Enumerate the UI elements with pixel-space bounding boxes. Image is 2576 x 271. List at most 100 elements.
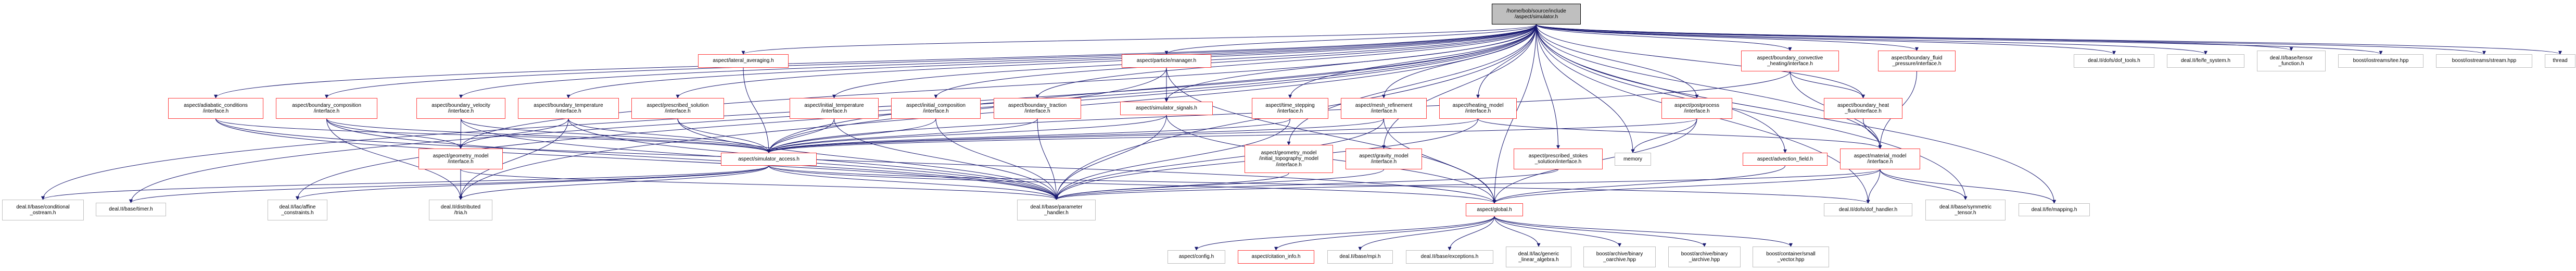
node-mapping[interactable]: deal.II/fe/mapping.h: [2019, 203, 2090, 216]
edge-simulator-to-thread: [1536, 24, 2562, 55]
node-small-vector[interactable]: boost/container/small _vector.hpp: [1753, 247, 1829, 267]
edge-simulator-to-mesh_refinement: [1382, 24, 1537, 98]
node-conditional-ostream[interactable]: deal.II/base/conditional _ostream.h: [2, 200, 84, 220]
edge-postprocess-to-simulator_access: [767, 118, 1697, 153]
node-dof-tools[interactable]: deal.II/dofs/dof_tools.h: [2074, 54, 2154, 68]
edge-mesh_refinement-to-global: [1384, 118, 1496, 204]
node-time-stepping[interactable]: aspect/time_stepping /interface.h: [1252, 98, 1328, 119]
node-timer[interactable]: deal.II/base/timer.h: [96, 203, 166, 216]
edge-heating_model-to-simulator_access: [767, 118, 1478, 153]
node-boundary-composition[interactable]: aspect/boundary_composition /interface.h: [276, 98, 377, 119]
edge-simulator-to-initial_topography: [1287, 24, 1537, 145]
edge-simulator-to-boundary_velocity: [459, 24, 1537, 98]
edge-simulator_signals-to-simulator_access: [767, 115, 1167, 153]
edge-material_model-to-symmetric_tensor: [1880, 169, 1968, 200]
node-tensor-function[interactable]: deal.II/base/tensor _function.h: [2257, 51, 2326, 71]
edge-simulator-to-geometry_model: [459, 24, 1537, 149]
edge-global-to-small_vector: [1494, 216, 1793, 247]
node-initial-topography[interactable]: aspect/geometry_model /initial_topograph…: [1245, 145, 1333, 173]
node-simulator-signals[interactable]: aspect/simulator_signals.h: [1120, 102, 1213, 115]
node-simulator: /home/bob/source/include /aspect/simulat…: [1492, 4, 1581, 24]
node-particle-manager[interactable]: aspect/particle/manager.h: [1122, 54, 1211, 68]
node-tee[interactable]: boost/iostreams/tee.hpp: [2338, 54, 2423, 68]
edge-simulator-to-symmetric_tensor: [1536, 24, 1968, 200]
node-simulator-access[interactable]: aspect/simulator_access.h: [721, 153, 817, 166]
node-prescribed-solution[interactable]: aspect/prescribed_solution /interface.h: [631, 98, 724, 119]
edge-lateral_averaging-to-simulator_access: [743, 67, 771, 153]
node-generic-linear-algebra[interactable]: deal.II/lac/generic _linear_algebra.h: [1506, 247, 1571, 267]
node-distributed-tria[interactable]: deal.II/distributed /tria.h: [429, 200, 492, 220]
node-thread[interactable]: thread: [2545, 54, 2575, 68]
node-lateral-averaging[interactable]: aspect/lateral_averaging.h: [698, 54, 789, 68]
edge-particle_manager-to-global: [1166, 67, 1496, 204]
edge-simulator-to-tee: [1536, 24, 2383, 55]
edge-boundary_composition-to-parameter_handler: [326, 118, 1058, 200]
node-heating-model[interactable]: aspect/heating_model /interface.h: [1439, 98, 1517, 119]
node-config[interactable]: aspect/config.h: [1168, 250, 1225, 264]
node-mpi[interactable]: deal.II/base/mpi.h: [1327, 250, 1393, 264]
node-exceptions[interactable]: deal.II/base/exceptions.h: [1406, 250, 1493, 264]
edge-initial_temperature-to-simulator_access: [767, 118, 834, 153]
edge-simulator-to-dof_tools: [1536, 24, 2116, 55]
edge-boundary_velocity-to-simulator_access: [461, 118, 771, 153]
edge-global-to-generic_linear_algebra: [1494, 216, 1541, 247]
node-initial-composition[interactable]: aspect/initial_composition /interface.h: [891, 98, 981, 119]
node-prescribed-stokes[interactable]: aspect/prescribed_stokes _solution/inter…: [1514, 149, 1603, 169]
node-boundary-heat-flux[interactable]: aspect/boundary_heat _flux/interface.h: [1824, 98, 1902, 119]
node-fe-system[interactable]: deal.II/fe/fe_system.h: [2167, 54, 2244, 68]
node-boundary-velocity[interactable]: aspect/boundary_velocity /interface.h: [416, 98, 505, 119]
edge-boundary_temperature-to-geometry_model: [459, 118, 569, 149]
node-binary-iarchive[interactable]: boost/archive/binary _iarchive.hpp: [1668, 247, 1741, 267]
edge-time_stepping-to-simulator_access: [767, 118, 1290, 153]
edge-simulator_access-to-global: [768, 165, 1496, 204]
node-stream[interactable]: boost/iostreams/stream.hpp: [2436, 54, 2532, 68]
edge-simulator_access-to-parameter_handler: [768, 165, 1058, 200]
edge-simulator-to-lateral_averaging: [741, 24, 1537, 55]
edge-simulator_signals-to-parameter_handler: [1055, 115, 1167, 200]
edge-boundary_convective-to-boundary_heat_flux: [1790, 71, 1865, 98]
node-dof-handler[interactable]: deal.II/dofs/dof_handler.h: [1824, 203, 1912, 216]
node-adiabatic[interactable]: aspect/adiabatic_conditions /interface.h: [168, 98, 263, 119]
node-boundary-temperature[interactable]: aspect/boundary_temperature /interface.h: [518, 98, 619, 119]
node-material-model[interactable]: aspect/material_model /interface.h: [1840, 149, 1920, 169]
node-affine-constraints[interactable]: deal.II/lac/affine _constraints.h: [268, 200, 327, 220]
node-postprocess[interactable]: aspect/postprocess /interface.h: [1661, 98, 1732, 119]
edge-simulator-to-boundary_composition: [325, 24, 1537, 98]
edge-simulator-to-prescribed_stokes: [1536, 24, 1560, 149]
edge-material_model-to-dof_handler: [1866, 169, 1881, 204]
node-initial-temperature[interactable]: aspect/initial_temperature /interface.h: [790, 98, 879, 119]
edge-global-to-config: [1195, 216, 1495, 251]
edge-simulator-to-fe_system: [1536, 24, 2207, 55]
edge-adiabatic-to-parameter_handler: [215, 118, 1058, 200]
edge-heating_model-to-material_model: [1478, 118, 1882, 149]
node-citation-info[interactable]: aspect/citation_info.h: [1238, 250, 1314, 264]
edge-simulator-to-stream: [1536, 24, 2486, 55]
edge-simulator-to-particle_manager: [1164, 24, 1537, 55]
edge-simulator_access-to-timer: [129, 165, 769, 203]
edge-boundary_heat_flux-to-material_model: [1863, 118, 1882, 149]
edge-simulator-to-simulator_access: [767, 24, 1537, 153]
edge-prescribed_solution-to-parameter_handler: [677, 118, 1058, 200]
node-boundary-traction[interactable]: aspect/boundary_traction /interface.h: [994, 98, 1081, 119]
node-advection-field[interactable]: aspect/advection_field.h: [1743, 153, 1828, 166]
node-mesh-refinement[interactable]: aspect/mesh_refinement /interface.h: [1341, 98, 1427, 119]
node-boundary-convective[interactable]: aspect/boundary_convective _heating/inte…: [1741, 51, 1839, 71]
node-global[interactable]: aspect/global.h: [1466, 203, 1523, 216]
edge-global-to-binary_iarchive: [1494, 216, 1706, 247]
node-parameter-handler[interactable]: deal.II/base/parameter _handler.h: [1017, 200, 1096, 220]
edge-simulator-to-simulator_signals: [1164, 24, 1537, 102]
node-binary-oarchive[interactable]: boost/archive/binary _oarchive.hpp: [1583, 247, 1656, 267]
edge-mesh_refinement-to-parameter_handler: [1055, 118, 1384, 200]
edge-global-to-citation_info: [1274, 216, 1495, 251]
edge-simulator-to-adiabatic: [214, 24, 1537, 98]
edge-adiabatic-to-simulator_access: [215, 118, 771, 153]
edge-boundary_composition-to-simulator_access: [326, 118, 771, 153]
node-gravity-model[interactable]: aspect/gravity_model /interface.h: [1346, 149, 1422, 169]
node-memory[interactable]: memory: [1615, 153, 1651, 166]
node-boundary-fluid[interactable]: aspect/boundary_fluid _pressure/interfac…: [1878, 51, 1956, 71]
node-geometry-model[interactable]: aspect/geometry_model /interface.h: [418, 149, 503, 169]
edge-global-to-mpi: [1358, 216, 1495, 251]
edge-material_model-to-global: [1492, 169, 1881, 204]
node-symmetric-tensor[interactable]: deal.II/base/symmetric _tensor.h: [1925, 200, 2006, 220]
